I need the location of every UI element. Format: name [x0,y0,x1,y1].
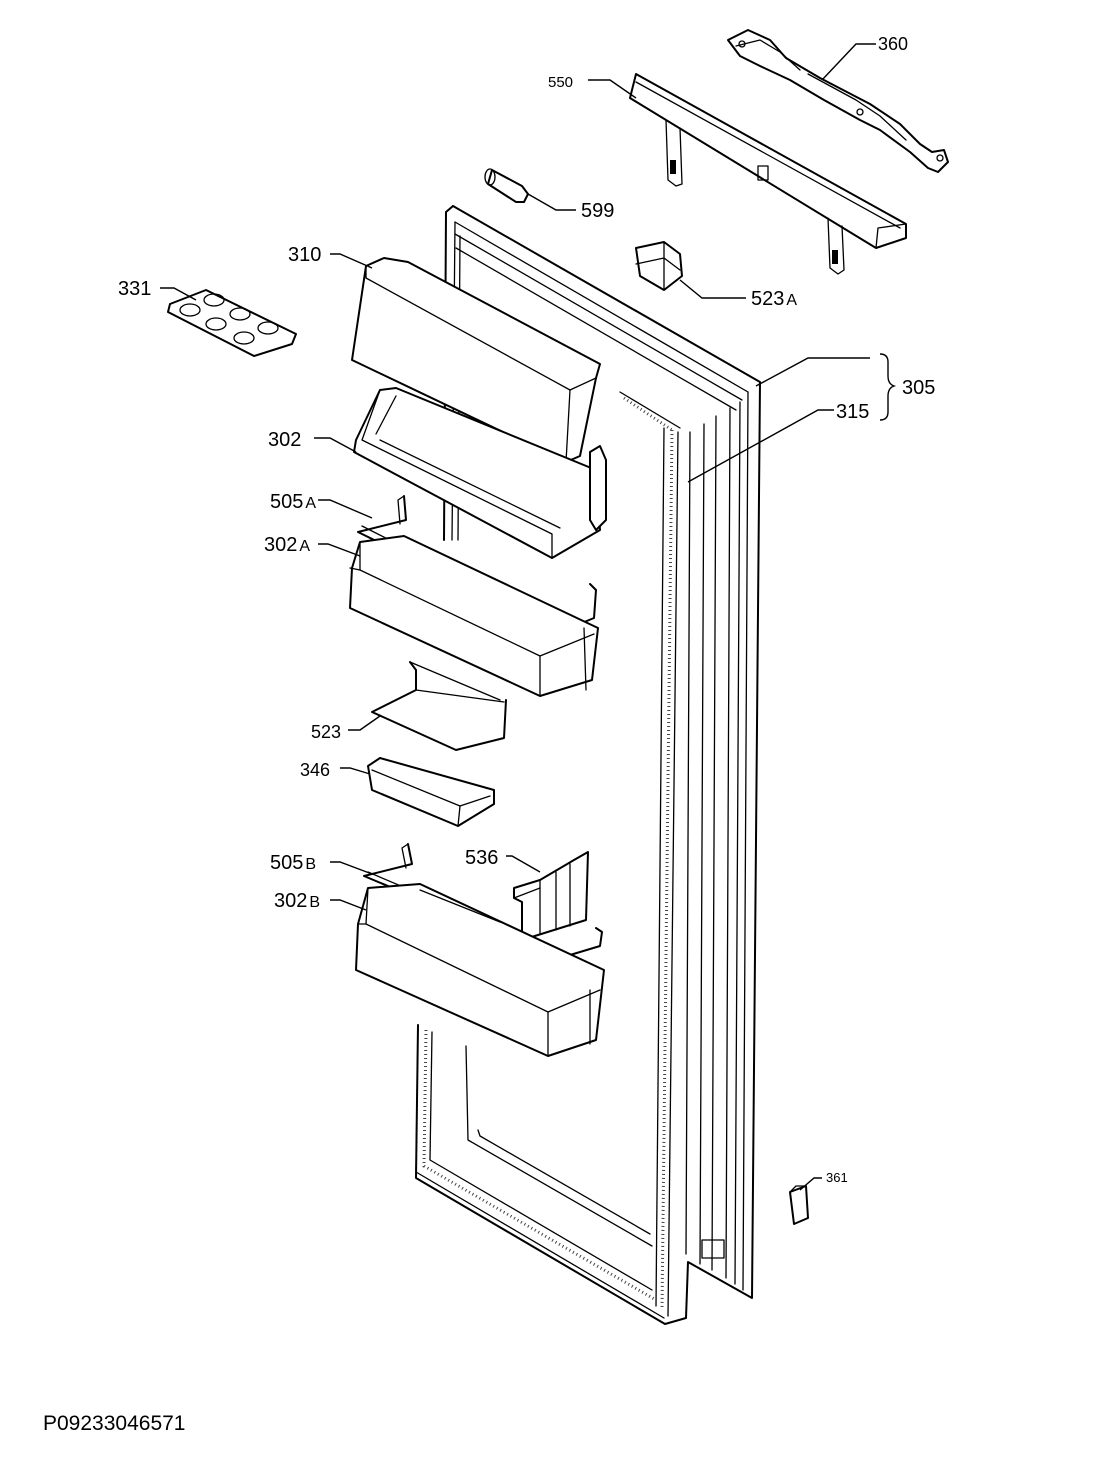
egg-tray-331 [167,289,297,357]
door-bin-302b [355,883,605,1057]
label-550: 550 [548,74,573,91]
clip-361 [789,1185,809,1225]
label-331: 331 [118,278,151,300]
small-tray-346 [367,757,495,827]
label-536: 536 [465,847,498,869]
label-360: 360 [878,34,908,54]
label-310: 310 [288,244,321,266]
cylinder-599 [484,168,529,203]
divider-536 [513,851,589,941]
label-346: 346 [300,760,330,780]
leader-lines [160,43,897,1191]
label-315: 315 [836,401,869,423]
dairy-lid-310 [351,257,601,463]
label-523: 523 [311,722,341,742]
label-599: 599 [581,200,614,222]
drawing-code: P09233046571 [43,1412,186,1435]
door-bin-302a [349,535,599,697]
stop-block-523a [635,241,683,291]
hinge-bracket-360 [727,29,949,173]
label-361: 361 [826,1170,848,1185]
label-305: 305 [902,377,935,399]
dairy-compartment-302 [353,387,607,559]
wire-separator-523 [371,661,507,751]
label-302: 302 [268,429,301,451]
door-frame-part [415,205,761,1325]
